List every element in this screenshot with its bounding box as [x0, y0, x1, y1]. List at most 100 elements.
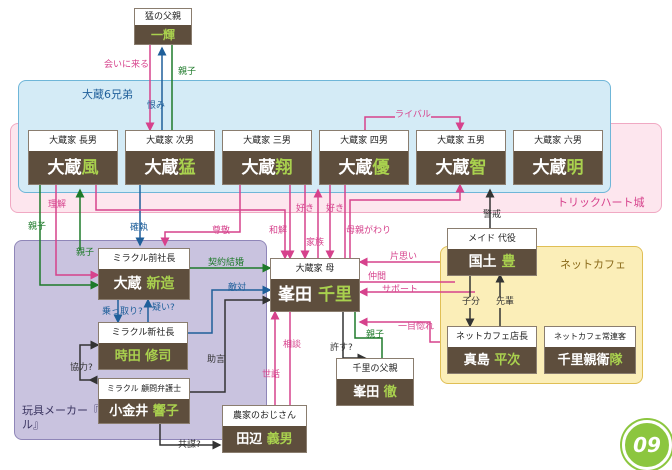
node-akira[interactable]: 大蔵家 六男 大蔵明 [513, 130, 603, 185]
node-role: 大蔵家 六男 [514, 131, 602, 151]
node-name-hl: 隊 [609, 353, 623, 368]
edge-label-kakushitsu: 確執 [130, 223, 149, 233]
node-kyoko[interactable]: ミラクル 顧問弁護士 小金井 響子 [98, 378, 190, 424]
node-takeshi-father[interactable]: 猛の父親 一輝 [134, 8, 192, 45]
edge-label-aini-kuru: 会いに来る [104, 60, 150, 70]
edge-label-suki-1: 好き [296, 204, 315, 214]
node-maid[interactable]: メイド 代役 国土 豊 [447, 228, 537, 276]
node-name-hl: 徹 [383, 385, 397, 400]
group-label-trickhart: トリックハート城 [557, 196, 645, 209]
node-role: 猛の父親 [135, 9, 191, 25]
node-name-hl: 平次 [494, 353, 521, 368]
node-name-hl: 優 [372, 158, 390, 178]
edge-label-keiei: 警戒 [483, 210, 502, 220]
node-name-plain: 国土 [468, 254, 502, 270]
node-manager[interactable]: ネットカフェ店長 真島 平次 [447, 326, 537, 374]
edge-label-senpai: 先輩 [496, 297, 515, 308]
node-name: 一輝 [135, 25, 191, 44]
group-label-netcafe: ネットカフェ [560, 258, 626, 271]
edge-label-sewa: 世話 [262, 370, 281, 380]
edge-label-kobun: 子分 [462, 297, 481, 308]
node-name: 時田 修司 [99, 343, 187, 369]
node-name-plain: 小金井 [109, 404, 153, 419]
node-name: 千里親衛隊 [545, 347, 635, 373]
node-name: 峯田 千里 [271, 279, 359, 311]
edge-label-oyako-1: 親子 [178, 67, 197, 77]
node-role: ネットカフェ常連客 [545, 327, 635, 347]
node-yuu[interactable]: 大蔵家 四男 大蔵優 [319, 130, 409, 185]
edge-label-waboku: 和解 [269, 226, 288, 236]
node-name: 峯田 徹 [337, 379, 413, 405]
node-role: 大蔵家 四男 [320, 131, 408, 151]
node-name-hl: 響子 [152, 404, 179, 419]
node-name-hl: 義男 [266, 432, 293, 447]
edge-label-keiyaku: 契約結婚 [208, 258, 245, 268]
edge-label-kyoubou: 共謀? [178, 440, 201, 450]
node-role: 農家のおじさん [223, 406, 306, 426]
node-mother-father[interactable]: 千里の父親 峯田 徹 [336, 358, 414, 406]
node-role: ミラクル新社長 [99, 323, 187, 343]
edge-label-rival: ライバル [395, 110, 431, 121]
node-shou[interactable]: 大蔵家 三男 大蔵翔 [222, 130, 312, 185]
node-shuji[interactable]: ミラクル新社長 時田 修司 [98, 322, 188, 370]
node-fuu[interactable]: 大蔵家 長男 大蔵風 [28, 130, 118, 185]
edge-label-hitomebore: 一目惚れ [398, 322, 435, 332]
node-name-plain: 大蔵 [241, 158, 276, 178]
node-farmer[interactable]: 農家のおじさん 田辺 義男 [222, 405, 307, 453]
node-role: メイド 代役 [448, 229, 536, 249]
node-name: 大蔵猛 [126, 151, 214, 184]
node-name: 大蔵智 [417, 151, 505, 184]
node-name-hl: 一輝 [150, 28, 175, 42]
node-role: ミラクル前社長 [99, 249, 189, 269]
node-name-plain: 千里親衛 [557, 353, 610, 368]
node-name: 国土 豊 [448, 249, 536, 275]
node-name-hl: 翔 [275, 158, 293, 178]
edge-label-hahaoyagawari: 母親がわり [346, 226, 392, 236]
edge-label-rikai: 理解 [48, 200, 67, 210]
node-name: 大蔵 新造 [99, 269, 189, 299]
node-name-hl: 明 [566, 158, 584, 178]
edge-label-suki-2: 好き [326, 204, 345, 214]
edge-label-tekitai: 敵対 [228, 283, 247, 293]
edge-label-oyako-4: 親子 [366, 330, 385, 340]
node-takeru[interactable]: 大蔵家 次男 大蔵猛 [125, 130, 215, 185]
node-name-hl: 風 [81, 158, 99, 178]
group-label-brothers: 大蔵6兄弟 [82, 88, 133, 101]
node-role: 千里の父親 [337, 359, 413, 379]
node-name: 小金井 響子 [99, 399, 189, 423]
node-role: 大蔵家 次男 [126, 131, 214, 151]
node-name-plain: 大蔵 [338, 158, 373, 178]
node-name: 大蔵優 [320, 151, 408, 184]
node-role: 大蔵家 母 [271, 259, 359, 279]
node-name-plain: 田辺 [236, 432, 267, 447]
node-role: 大蔵家 三男 [223, 131, 311, 151]
node-name-plain: 大蔵 [144, 158, 179, 178]
node-name-hl: 智 [469, 158, 487, 178]
edge-label-kyouryoku: 協力? [70, 363, 93, 373]
edge-label-norittori: 乗っ取り? [102, 307, 143, 317]
node-regular[interactable]: ネットカフェ常連客 千里親衛隊 [544, 326, 636, 374]
node-name-plain: 大蔵 [47, 158, 82, 178]
node-name-hl: 時田 修司 [114, 349, 172, 364]
node-name-hl: 新造 [146, 276, 175, 292]
edge-label-oyako-3: 親子 [76, 248, 95, 258]
node-mother[interactable]: 大蔵家 母 峯田 千里 [270, 258, 360, 312]
node-name: 大蔵風 [29, 151, 117, 184]
node-shinzo[interactable]: ミラクル前社長 大蔵 新造 [98, 248, 190, 300]
edge-label-urami: 恨み [147, 101, 166, 111]
node-tomo[interactable]: 大蔵家 五男 大蔵智 [416, 130, 506, 185]
edge-label-soudan: 相談 [283, 340, 302, 350]
node-name-hl: 豊 [501, 254, 516, 270]
node-name: 真島 平次 [448, 347, 536, 373]
node-role: ネットカフェ店長 [448, 327, 536, 347]
node-name-plain: 峯田 [353, 385, 384, 400]
node-name-hl: 猛 [178, 158, 196, 178]
node-role: 大蔵家 五男 [417, 131, 505, 151]
node-name: 大蔵明 [514, 151, 602, 184]
edge-label-kazoku: 家族 [306, 238, 325, 248]
edge-label-oyako-2: 親子 [28, 222, 47, 232]
edge-label-nakama: 仲間 [368, 272, 387, 282]
node-name-plain: 真島 [463, 353, 495, 368]
edge-label-jogen: 助言 [207, 355, 226, 365]
